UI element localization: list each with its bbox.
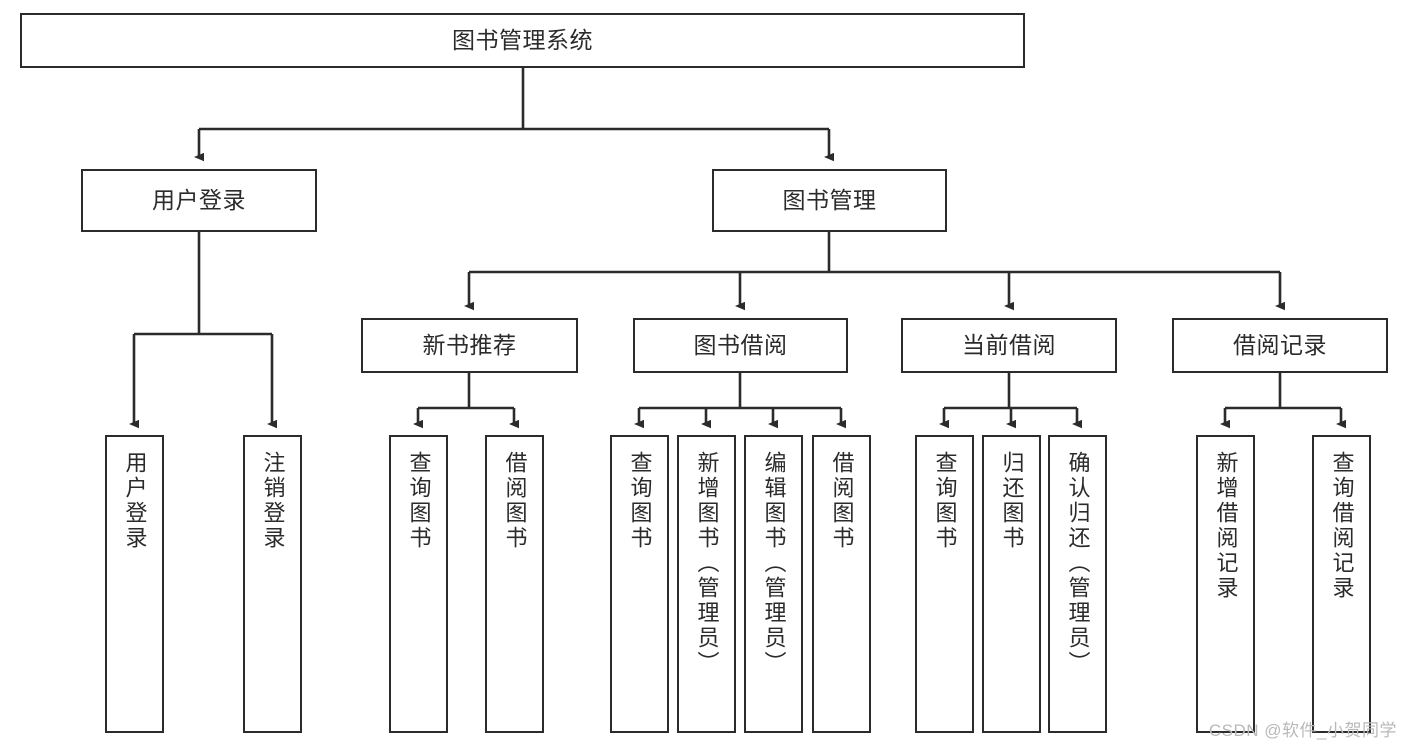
node-label: 图书管理 — [782, 186, 877, 213]
node-label: 查询图书 — [406, 451, 432, 551]
watermark: CSDN @软件_小贺同学 — [1208, 721, 1397, 740]
node-book-management[interactable]: 图书管理 — [712, 169, 947, 232]
leaf-query-book-borrow[interactable]: 查询图书 — [610, 435, 669, 733]
leaf-borrow-book[interactable]: 借阅图书 — [812, 435, 871, 733]
node-label: 新增借阅记录 — [1213, 451, 1239, 601]
leaf-query-borrow-record[interactable]: 查询借阅记录 — [1312, 435, 1371, 733]
leaf-add-book-admin[interactable]: 新增图书（管理员） — [677, 435, 736, 733]
node-label: 图书借阅 — [693, 331, 788, 358]
leaf-confirm-return-admin[interactable]: 确认归还（管理员） — [1048, 435, 1107, 733]
leaf-add-borrow-record[interactable]: 新增借阅记录 — [1196, 435, 1255, 733]
node-label: 新书推荐 — [422, 331, 517, 358]
leaf-return-book[interactable]: 归还图书 — [982, 435, 1041, 733]
leaf-user-login[interactable]: 用户登录 — [105, 435, 164, 733]
node-new-book-recommendation[interactable]: 新书推荐 — [361, 318, 578, 373]
node-current-borrowing[interactable]: 当前借阅 — [901, 318, 1117, 373]
node-label: 注销登录 — [260, 451, 286, 551]
leaf-borrow-book-recommend[interactable]: 借阅图书 — [485, 435, 544, 733]
node-book-borrowing[interactable]: 图书借阅 — [633, 318, 848, 373]
leaf-query-book-current[interactable]: 查询图书 — [915, 435, 974, 733]
node-label: 图书管理系统 — [452, 26, 593, 53]
node-label: 查询图书 — [627, 451, 653, 551]
node-root-book-management-system[interactable]: 图书管理系统 — [20, 13, 1025, 68]
node-label: 用户登录 — [122, 451, 148, 551]
node-label: 查询借阅记录 — [1329, 451, 1355, 601]
leaf-edit-book-admin[interactable]: 编辑图书（管理员） — [744, 435, 803, 733]
leaf-logout[interactable]: 注销登录 — [243, 435, 302, 733]
node-label: 当前借阅 — [962, 331, 1056, 358]
node-label: 归还图书 — [999, 451, 1025, 551]
node-label: 借阅图书 — [829, 451, 855, 551]
node-label: 用户登录 — [152, 186, 246, 213]
node-label: 借阅图书 — [502, 451, 528, 551]
node-label: 查询图书 — [932, 451, 958, 551]
node-label: 借阅记录 — [1233, 331, 1327, 358]
node-label: 确认归还（管理员） — [1065, 451, 1091, 676]
node-label: 新增图书（管理员） — [694, 451, 720, 676]
node-label: 编辑图书（管理员） — [761, 451, 787, 676]
node-user-login[interactable]: 用户登录 — [81, 169, 317, 232]
node-borrowing-records[interactable]: 借阅记录 — [1172, 318, 1388, 373]
leaf-query-book-recommend[interactable]: 查询图书 — [389, 435, 448, 733]
